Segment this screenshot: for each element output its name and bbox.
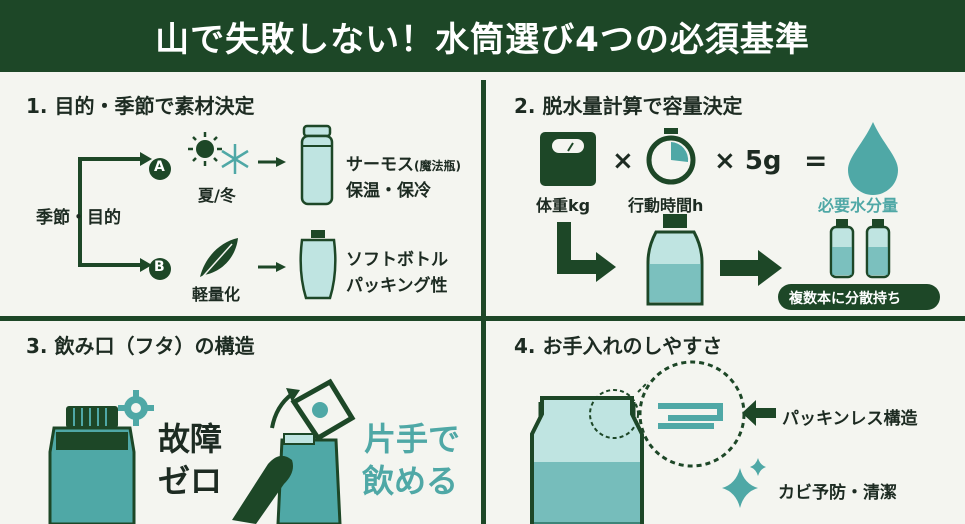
badge-a [149,158,171,180]
no-breakdown-line1: 故障 [158,420,223,458]
packing-label: パッキング性 [346,276,448,296]
title-bar: 山で失敗しない！水筒選び4つの必須基準 [0,0,965,72]
thermos-label: サーモス(魔法瓶) [346,155,461,175]
insulation-label: 保温・保冷 [346,181,431,201]
maintenance-illustration [530,360,776,524]
badge-a-label: A [154,159,165,175]
soft-bottle-label: ソフトボトル [346,250,448,270]
summer-winter-caption: 夏/冬 [198,186,236,205]
large-bottle-icon [646,214,704,306]
feather-icon [197,238,238,283]
material-flow-diagram [78,124,337,300]
badge-b [149,258,171,280]
vertical-divider [481,80,486,524]
sun-icon [188,132,222,166]
equals-sign: = [804,144,828,177]
horizontal-divider [0,316,965,321]
small-bottle-icon [829,219,855,279]
split-label: 複数本に分散持ち [789,291,901,307]
panel-heading: 4. お手入れのしやすさ [514,334,723,358]
time-label: 行動時間h [628,196,704,215]
lightweight-caption: 軽量化 [192,285,241,304]
panel-capacity: 2. 脱水量計算で容量決定 [488,82,965,312]
soft-bottle-icon [299,230,337,300]
panel-heading: 1. 目的・季節で素材決定 [26,94,255,118]
no-breakdown-line2: ゼロ [158,462,223,500]
stopwatch-icon [646,128,696,185]
vacuum-bottle-icon [300,124,334,206]
panel-heading: 2. 脱水量計算で容量決定 [514,94,743,118]
multiply-sign: × [612,146,634,176]
one-hand-line1: 片手で [364,420,461,458]
cap-illustration [48,378,356,524]
snowflake-icon [221,144,249,174]
one-hand-line2: 飲める [362,462,459,500]
capacity-formula-diagram [540,122,940,310]
gear-icon [118,390,154,426]
scale-icon [540,132,596,186]
water-drop-icon [848,122,898,195]
multiply-5g: × 5g [714,146,782,176]
panel-material: 1. 目的・季節で素材決定 [0,82,480,312]
small-bottle-icon [865,219,891,279]
split-pill [778,284,940,310]
required-water-label: 必要水分量 [818,196,899,215]
page-title: 山で失敗しない！水筒選び4つの必須基準 [155,19,810,60]
panel-cap-structure: 3. 飲み口（フタ）の構造 [0,322,480,524]
panel-heading: 3. 飲み口（フタ）の構造 [26,334,255,358]
packingless-label: パッキンレス構造 [782,409,918,429]
panel-maintenance: 4. お手入れのしやすさ パッキンレス構造 カビ予防・清潔 [488,322,965,524]
screw-cap-bottle-icon [48,406,136,524]
root-label: 季節・目的 [36,208,121,228]
thumb-icon [232,455,293,524]
zoom-detail-circle [638,360,746,468]
badge-b-label: B [154,259,165,275]
sparkle-icon [722,458,766,508]
one-touch-bottle-icon [276,378,356,524]
wide-mouth-bottle-icon [530,396,644,524]
weight-label: 体重kg [536,196,591,215]
mold-prevention-label: カビ予防・清潔 [778,483,897,503]
